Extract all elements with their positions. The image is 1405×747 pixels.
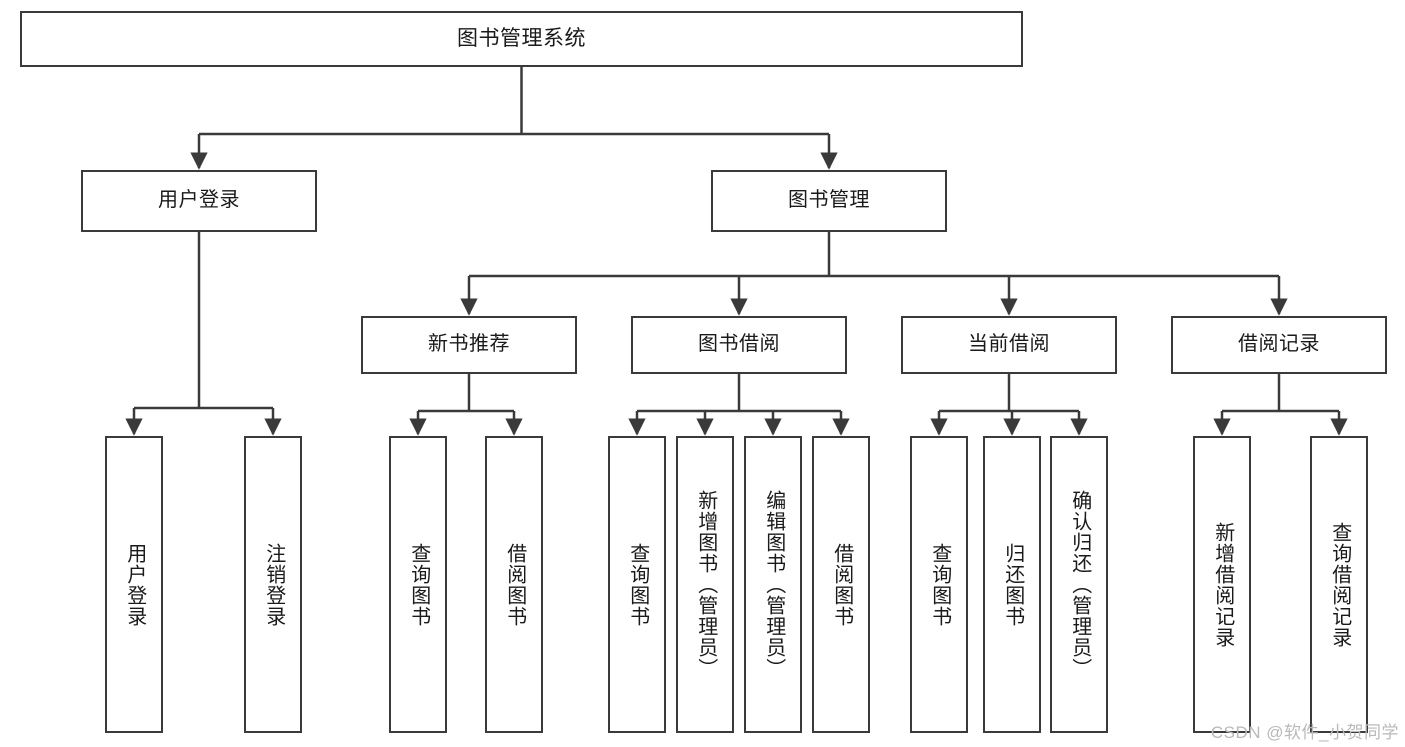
level2-node-1[interactable]: 图书管理 [711, 170, 947, 232]
leaf-node-6[interactable]: 编辑图书（管理员） [744, 436, 802, 733]
csdn-watermark: CSDN @软件_小贺同学 [1210, 723, 1399, 742]
leaf-node-8[interactable]: 查询图书 [910, 436, 968, 733]
node-label: 图书管理系统 [457, 26, 586, 50]
leaf-node-7[interactable]: 借阅图书 [812, 436, 870, 733]
level2-node-0[interactable]: 用户登录 [81, 170, 317, 232]
node-label: 图书借阅 [698, 333, 780, 356]
node-label: 查询图书 [626, 542, 649, 627]
node-label: 当前借阅 [968, 333, 1050, 356]
node-label: 查询借阅记录 [1328, 521, 1351, 648]
node-label: 注销登录 [262, 542, 285, 627]
node-label: 查询图书 [928, 542, 951, 627]
node-label: 新增借阅记录 [1211, 521, 1234, 648]
node-label: 用户登录 [158, 189, 240, 212]
node-label: 图书管理 [788, 189, 870, 212]
leaf-node-10[interactable]: 确认归还（管理员） [1050, 436, 1108, 733]
leaf-node-11[interactable]: 新增借阅记录 [1193, 436, 1251, 733]
root-node[interactable]: 图书管理系统 [20, 11, 1023, 67]
node-label: 新增图书（管理员） [694, 490, 717, 679]
level3-node-1[interactable]: 图书借阅 [631, 316, 847, 374]
node-label: 编辑图书（管理员） [762, 490, 785, 679]
leaf-node-2[interactable]: 查询图书 [389, 436, 447, 733]
leaf-node-1[interactable]: 注销登录 [244, 436, 302, 733]
leaf-node-3[interactable]: 借阅图书 [485, 436, 543, 733]
level3-node-0[interactable]: 新书推荐 [361, 316, 577, 374]
node-label: 借阅图书 [830, 542, 853, 627]
leaf-node-12[interactable]: 查询借阅记录 [1310, 436, 1368, 733]
level3-node-3[interactable]: 借阅记录 [1171, 316, 1387, 374]
node-label: 借阅记录 [1238, 333, 1320, 356]
node-label: 确认归还（管理员） [1068, 490, 1091, 679]
leaf-node-0[interactable]: 用户登录 [105, 436, 163, 733]
leaf-node-5[interactable]: 新增图书（管理员） [676, 436, 734, 733]
node-label: 查询图书 [407, 542, 430, 627]
node-label: 用户登录 [123, 542, 146, 627]
level3-node-2[interactable]: 当前借阅 [901, 316, 1117, 374]
node-label: 新书推荐 [428, 333, 510, 356]
node-label: 借阅图书 [503, 542, 526, 627]
node-label: 归还图书 [1001, 542, 1024, 627]
leaf-node-9[interactable]: 归还图书 [983, 436, 1041, 733]
leaf-node-4[interactable]: 查询图书 [608, 436, 666, 733]
